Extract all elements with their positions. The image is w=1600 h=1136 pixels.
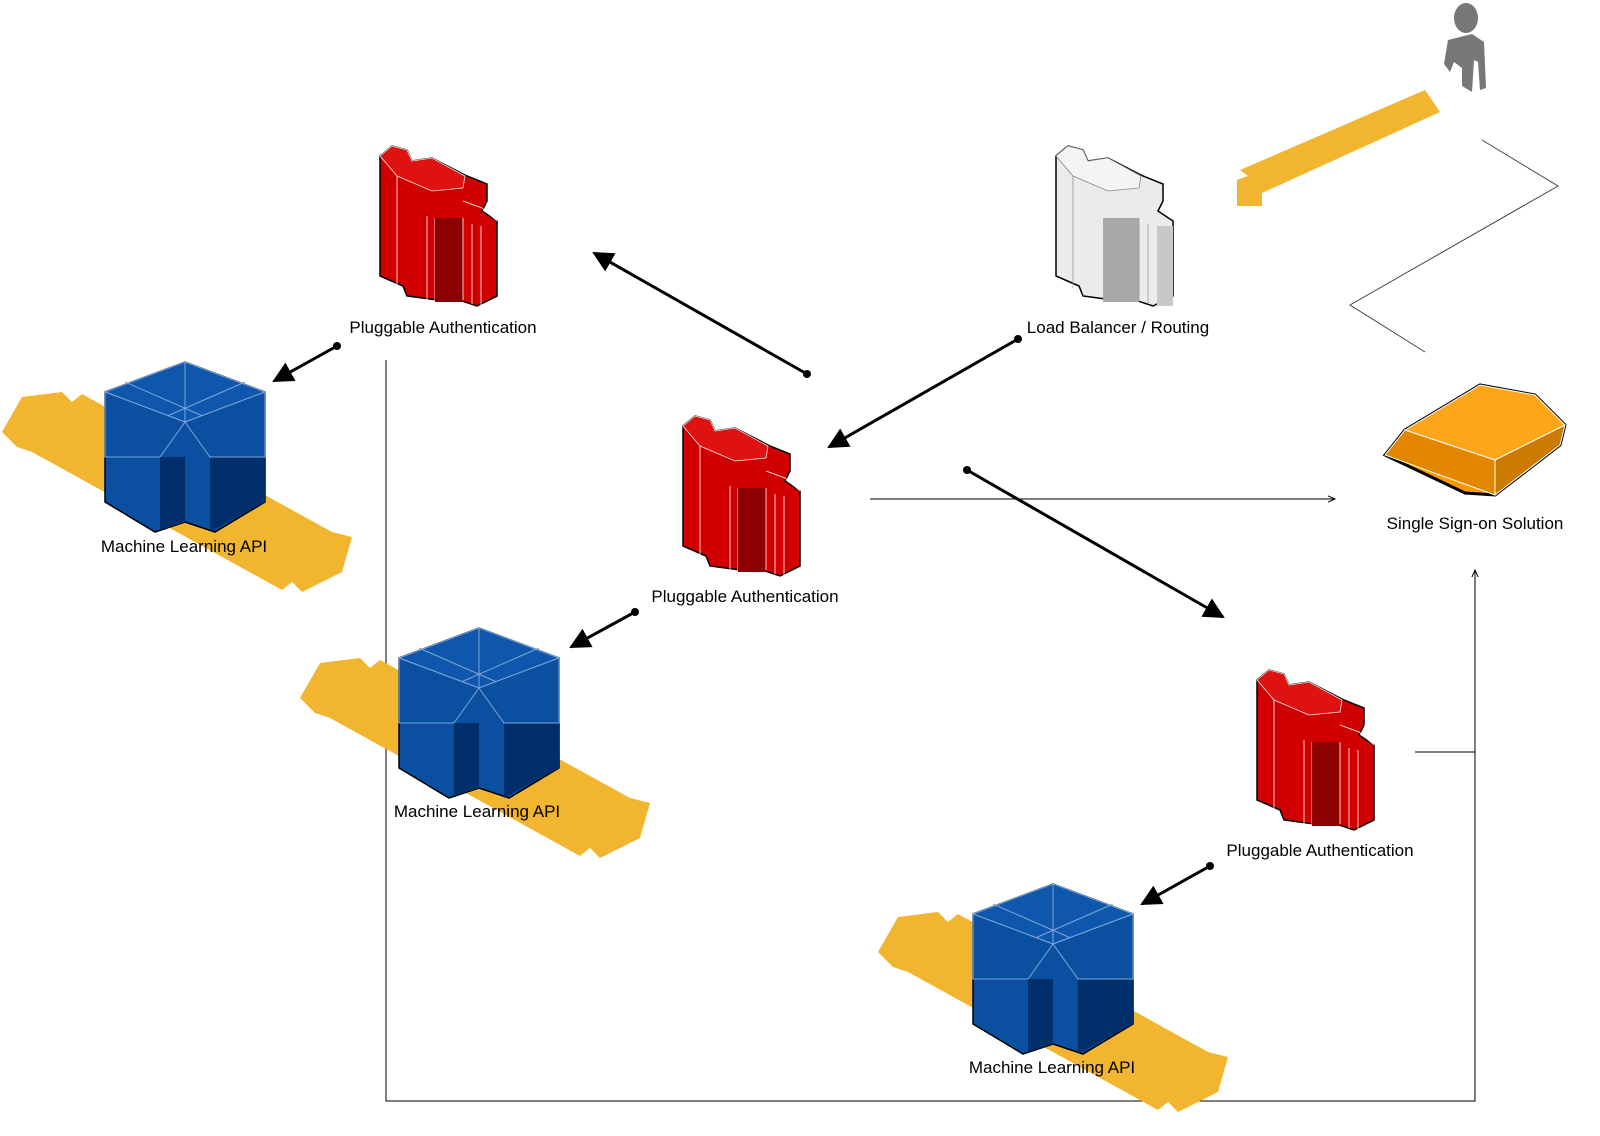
bold-arrows: [272, 251, 1225, 906]
ml-bottom-icon: [972, 883, 1134, 1055]
ml-left-label: Machine Learning API: [100, 537, 268, 556]
auth-center-icon: [682, 415, 801, 577]
arrow-lb-to-auth-center: [827, 337, 1019, 449]
ml-left-icon: [104, 361, 266, 533]
user-flow-arrow: [1237, 90, 1440, 206]
auth-center-label: Pluggable Authentication: [651, 587, 839, 606]
arrow-center-to-auth-top: [592, 251, 808, 376]
sso-pad-icon: [1382, 383, 1567, 497]
arrow-center-to-auth-right: [966, 468, 1225, 619]
auth-top-label: Pluggable Authentication: [349, 318, 537, 337]
ml-bottom-label: Machine Learning API: [968, 1058, 1136, 1077]
arrow-auth-right-to-ml-bottom: [1140, 864, 1211, 906]
sso-label: Single Sign-on Solution: [1386, 514, 1564, 533]
auth-right-icon: [1256, 669, 1375, 831]
auth-right-label: Pluggable Authentication: [1226, 841, 1414, 860]
load-balancer-label: Load Balancer / Routing: [1026, 318, 1210, 337]
auth-top-icon: [379, 145, 498, 307]
arrow-auth-center-to-ml-center: [569, 610, 636, 649]
load-balancer-icon: [1055, 145, 1174, 307]
ml-center-label: Machine Learning API: [393, 802, 561, 821]
arrow-auth-top-to-ml-left: [272, 344, 338, 383]
connector-user-outline: [1349, 139, 1559, 353]
user-icon: [1444, 3, 1486, 92]
ml-center-icon: [398, 627, 560, 799]
